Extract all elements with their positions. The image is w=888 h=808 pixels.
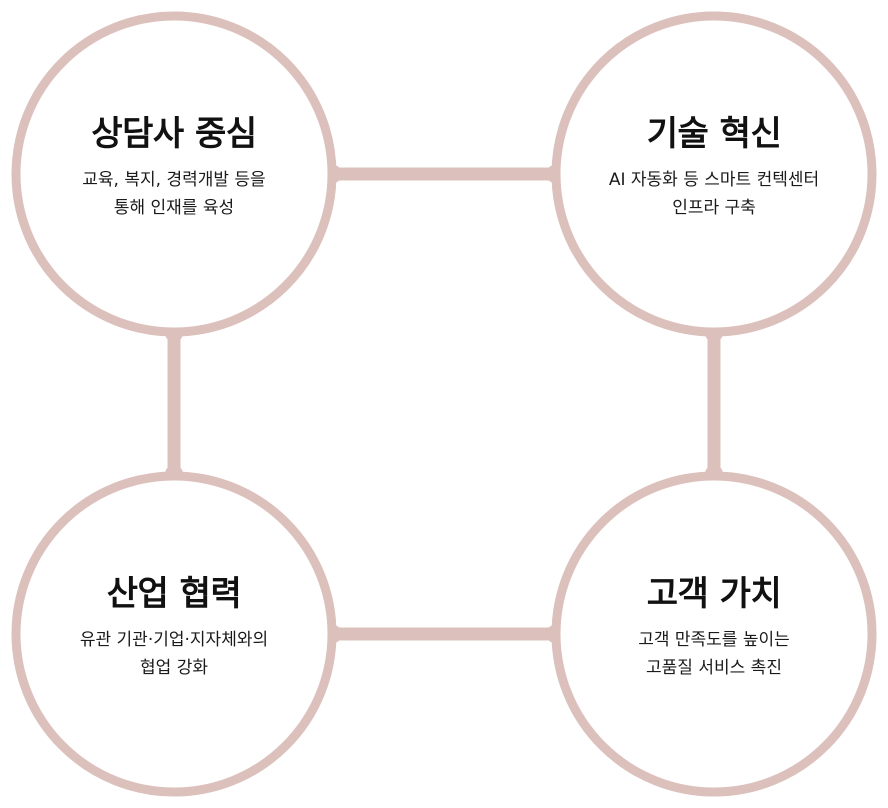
node-tech: 기술 혁신 AI 자동화 등 스마트 컨텍센터 인프라 구축 (564, 112, 864, 222)
node-desc-line: 협업 강화 (140, 658, 208, 678)
node-industry: 산업 협력 유관 기관·기업·지자체와의 협업 강화 (24, 572, 324, 682)
node-desc-line: 유관 기관·기업·지자체와의 (79, 630, 269, 650)
ring-counselor (11, 11, 337, 337)
node-title: 고객 가치 (646, 574, 782, 614)
node-counselor: 상담사 중심 교육, 복지, 경력개발 등을 통해 인재를 육성 (24, 112, 324, 222)
ring-tech (551, 11, 877, 337)
ring-industry (11, 471, 337, 797)
node-desc-line: 인프라 구축 (672, 198, 756, 218)
node-desc-line: AI 자동화 등 스마트 컨텍센터 (608, 170, 820, 190)
node-title: 기술 혁신 (646, 114, 782, 154)
ring-customer (551, 471, 877, 797)
node-desc-line: 고객 만족도를 높이는 (638, 630, 790, 650)
node-title: 산업 협력 (106, 574, 242, 614)
node-desc-line: 교육, 복지, 경력개발 등을 (82, 170, 266, 190)
node-customer: 고객 가치 고객 만족도를 높이는 고품질 서비스 촉진 (564, 572, 864, 682)
node-desc-line: 통해 인재를 육성 (113, 198, 235, 218)
node-title: 상담사 중심 (91, 114, 257, 154)
node-desc-line: 고품질 서비스 촉진 (646, 658, 782, 678)
